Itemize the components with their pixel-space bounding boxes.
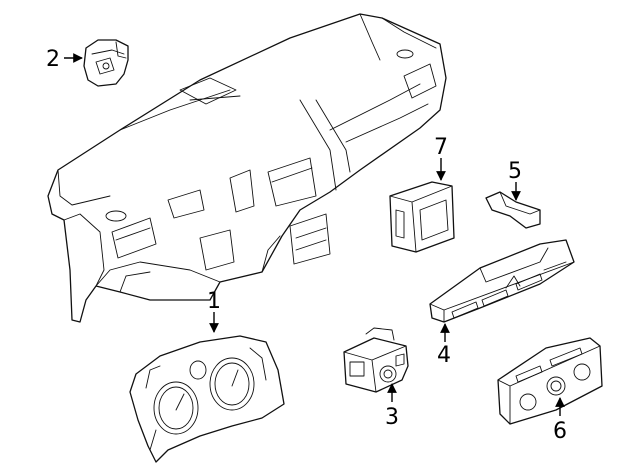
part-3-switch-module xyxy=(343,327,409,393)
callout-2: 2 xyxy=(46,47,60,72)
part-5-bracket xyxy=(485,191,541,229)
part-7-module xyxy=(389,181,455,253)
part-1-instrument-cluster xyxy=(129,335,285,463)
callout-6: 6 xyxy=(553,419,567,444)
callout-1: 1 xyxy=(207,289,221,314)
part-2-switch xyxy=(83,39,129,87)
callout-5: 5 xyxy=(508,159,522,184)
callout-7: 7 xyxy=(434,135,448,160)
callout-4: 4 xyxy=(437,343,451,368)
callout-3: 3 xyxy=(385,405,399,430)
part-6-climate-control xyxy=(497,337,603,425)
part-4-control-panel xyxy=(429,239,575,323)
instrument-panel-drawing xyxy=(47,13,447,323)
